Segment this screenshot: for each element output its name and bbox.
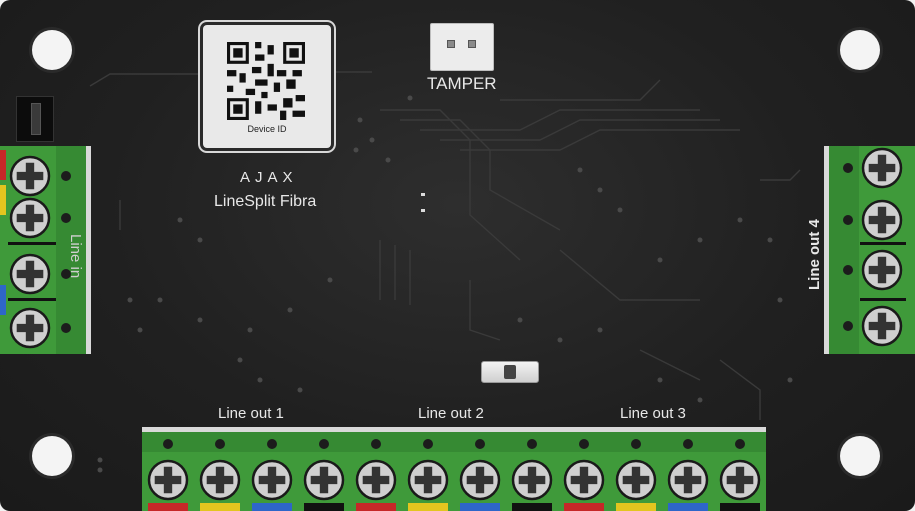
mounting-hole-bottom-right <box>840 436 880 476</box>
mounting-hole-top-left <box>32 30 72 70</box>
line-out-4-screw <box>861 249 903 291</box>
line-out-4-screw <box>861 199 903 241</box>
line-in-screw <box>9 253 51 295</box>
line-out-4-screw <box>861 147 903 189</box>
bottom-terminal-screw <box>199 459 241 501</box>
product-name: LineSplit Fibra <box>214 193 317 210</box>
line-out-3-label: Line out 3 <box>620 405 686 422</box>
line-in-screw <box>9 155 51 197</box>
bottom-terminal-screw <box>407 459 449 501</box>
bottom-terminal-screw <box>667 459 709 501</box>
tamper-label: TAMPER <box>427 74 497 93</box>
bottom-terminal-screw <box>147 459 189 501</box>
line-out-4-screw <box>861 305 903 347</box>
bottom-terminal-screw <box>355 459 397 501</box>
mounting-hole-top-right <box>840 30 880 70</box>
jumper-header <box>16 96 54 142</box>
bottom-terminal-screw <box>459 459 501 501</box>
bottom-terminal-screw <box>303 459 345 501</box>
mounting-hole-bottom-left <box>32 436 72 476</box>
bottom-terminal-screw <box>511 459 553 501</box>
line-in-screw <box>9 307 51 349</box>
bottom-terminal-screw <box>719 459 761 501</box>
qr-caption: Device ID <box>247 124 287 134</box>
qr-code-label: Device ID <box>203 25 331 148</box>
fuse-component <box>481 361 539 383</box>
bottom-terminal-screw <box>251 459 293 501</box>
bottom-terminal-screw <box>615 459 657 501</box>
qr-code-icon <box>227 42 305 120</box>
brand-logo: AJAX <box>240 169 298 186</box>
line-out-1-label: Line out 1 <box>218 405 284 422</box>
bottom-terminal-screw <box>563 459 605 501</box>
line-out-2-label: Line out 2 <box>418 405 484 422</box>
line-in-screw <box>9 197 51 239</box>
tamper-connector <box>430 23 494 71</box>
